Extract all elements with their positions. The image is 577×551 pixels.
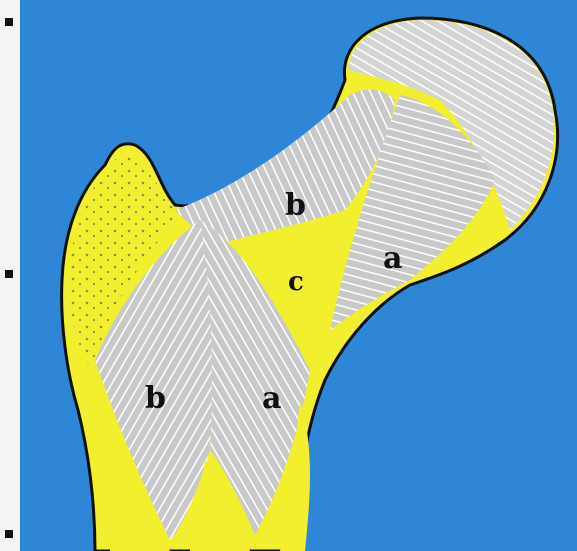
label-triangle-c: c (288, 267, 304, 297)
label-neck-b: b (285, 188, 306, 223)
label-shaft-b: b (145, 381, 166, 416)
label-neck-a: a (383, 241, 402, 276)
label-shaft-a: a (262, 381, 281, 416)
